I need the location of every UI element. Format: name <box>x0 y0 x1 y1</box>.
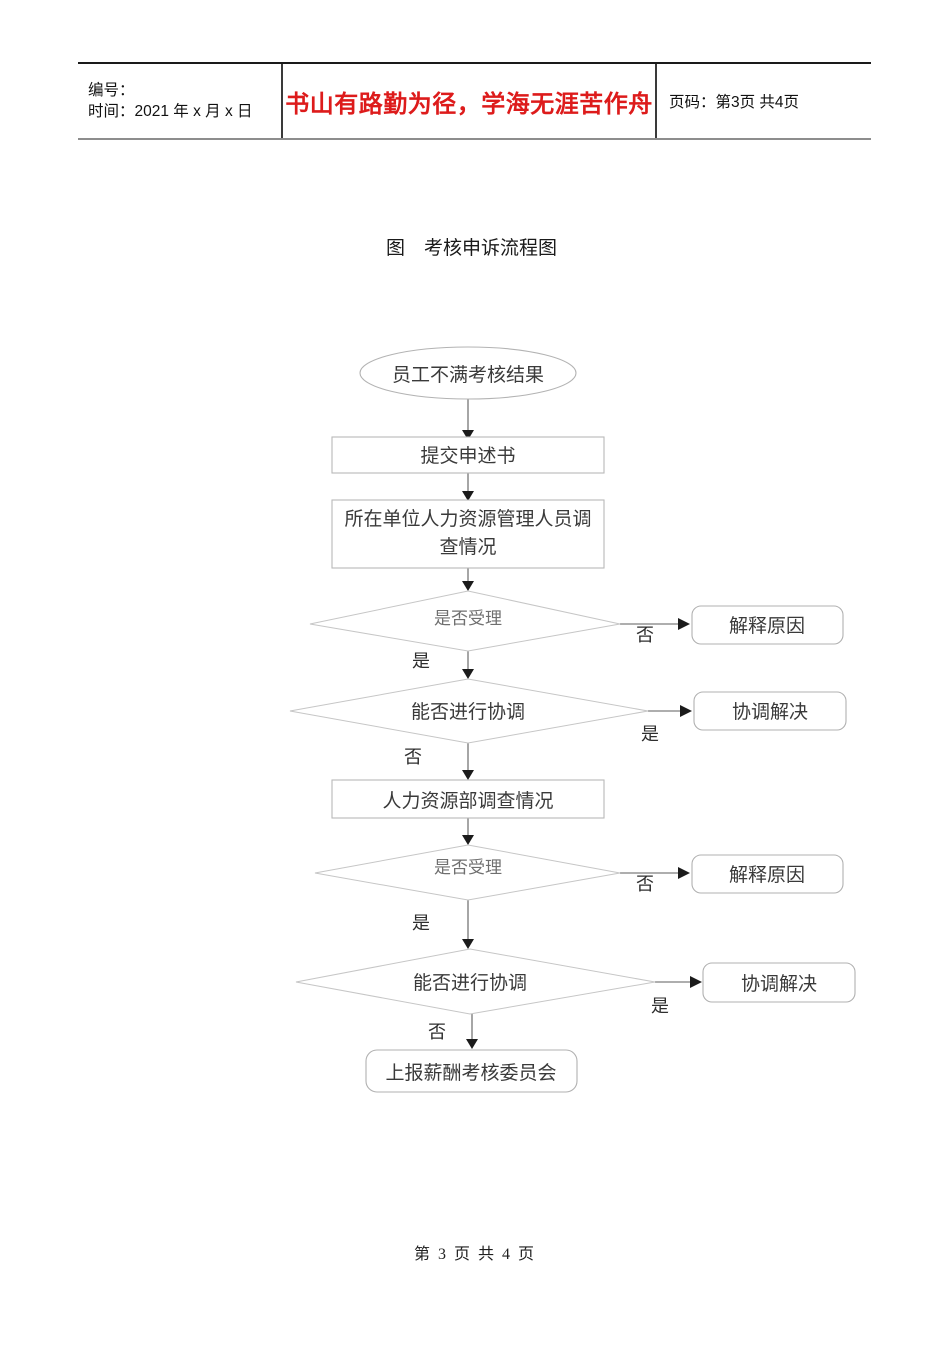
flow-node-hr-dept-label: 人力资源部调查情况 <box>382 790 553 812</box>
edge-label-accept-2-yes: 是 <box>412 913 430 933</box>
flow-node-resolve-1: 协调解决 <box>693 691 847 731</box>
edge-label-coord-1-no: 否 <box>404 747 422 767</box>
header-cell-right: 页码：第3页 共4页 <box>657 64 871 138</box>
flow-node-committee: 上报薪酬考核委员会 <box>365 1049 578 1093</box>
figure-title: 图 考核申诉流程图 <box>386 238 558 259</box>
flow-node-coord-2: 能否进行协调 <box>295 948 656 1015</box>
edge-label-accept-1-no: 否 <box>636 625 654 645</box>
flow-node-start-label: 员工不满考核结果 <box>392 364 544 386</box>
flow-node-start: 员工不满考核结果 <box>359 346 577 400</box>
edge-label-coord-2-yes: 是 <box>651 996 669 1016</box>
flow-node-explain-2-label: 解释原因 <box>729 864 805 886</box>
flow-node-explain-1: 解释原因 <box>691 605 844 645</box>
flow-node-coord-2-label: 能否进行协调 <box>413 972 527 994</box>
flow-node-resolve-2: 协调解决 <box>702 962 856 1003</box>
header-page-label: 页码：第3页 共4页 <box>669 94 800 111</box>
flow-node-resolve-1-label: 协调解决 <box>732 701 808 723</box>
flow-node-accept-1-label: 是否受理 <box>434 609 502 628</box>
flow-node-hr-dept: 人力资源部调查情况 <box>331 779 605 819</box>
flow-node-submit-label: 提交申述书 <box>420 445 515 467</box>
flow-node-coord-1: 能否进行协调 <box>289 678 649 744</box>
header-cell-left: 编号： 时间：2021 年 x 月 x 日 <box>78 64 283 138</box>
flow-node-unit-hr-label-line1: 所在单位人力资源管理人员调 <box>344 508 591 530</box>
flow-node-accept-1: 是否受理 <box>309 590 621 652</box>
edge-label-coord-2-no: 否 <box>428 1022 446 1042</box>
flow-node-accept-2: 是否受理 <box>314 844 621 901</box>
page-footer: 第 3 页 共 4 页 <box>413 1246 536 1263</box>
page-header-table: 编号： 时间：2021 年 x 月 x 日 书山有路勤为径，学海无涯苦作舟 页码… <box>78 62 871 140</box>
edge-label-accept-1-yes: 是 <box>412 651 430 671</box>
flow-node-unit-hr-label-line2: 查情况 <box>439 536 496 558</box>
flow-node-coord-1-label: 能否进行协调 <box>411 701 525 723</box>
flow-node-submit: 提交申述书 <box>331 436 605 474</box>
header-cell-center: 书山有路勤为径，学海无涯苦作舟 <box>283 64 657 138</box>
flow-node-explain-2: 解释原因 <box>691 854 844 894</box>
header-time-label: 时间：2021 年 x 月 x 日 <box>88 103 253 120</box>
flow-node-unit-hr: 所在单位人力资源管理人员调 查情况 <box>331 499 605 569</box>
flow-node-explain-1-label: 解释原因 <box>729 615 805 637</box>
flow-node-committee-label: 上报薪酬考核委员会 <box>385 1062 556 1084</box>
flow-node-accept-2-label: 是否受理 <box>434 858 502 877</box>
flow-node-resolve-2-label: 协调解决 <box>741 973 817 995</box>
header-number-label: 编号： <box>88 81 135 99</box>
edge-label-coord-1-yes: 是 <box>641 724 659 744</box>
edge-label-accept-2-no: 否 <box>636 874 654 894</box>
header-slogan: 书山有路勤为径，学海无涯苦作舟 <box>285 91 653 118</box>
